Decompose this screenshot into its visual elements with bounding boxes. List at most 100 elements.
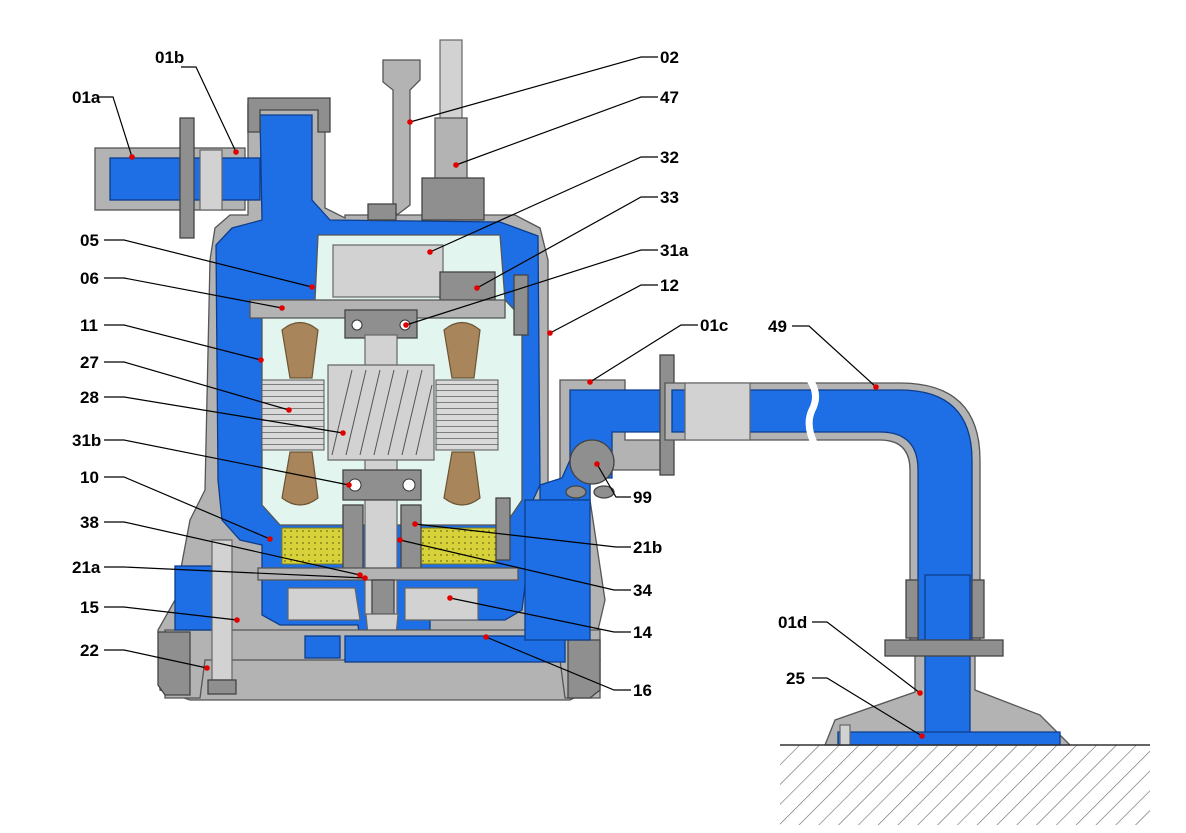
label-34: 34	[633, 581, 652, 600]
label-22: 22	[80, 641, 99, 660]
dot-31a	[403, 322, 409, 328]
terminal-block	[439, 271, 496, 301]
winding-top-left	[281, 321, 319, 379]
rotor-slots	[331, 369, 433, 456]
label-32: 32	[660, 148, 679, 167]
oil-chamber-right	[417, 527, 497, 565]
dot-05	[309, 284, 315, 290]
dot-32	[427, 249, 433, 255]
dot-99	[594, 461, 600, 467]
hose-clamp-right	[971, 579, 985, 639]
impeller-right	[404, 587, 479, 621]
label-06: 06	[80, 269, 99, 288]
float-ball	[569, 439, 615, 485]
label-33: 33	[660, 188, 679, 207]
oil-chamber-left	[281, 527, 348, 565]
dot-14	[447, 595, 453, 601]
label-47: 47	[660, 88, 679, 107]
label-12: 12	[660, 276, 679, 295]
winding-top-right	[443, 321, 481, 379]
impeller-left	[287, 587, 361, 621]
dot-49	[873, 384, 879, 390]
seal-left	[342, 504, 364, 576]
inlet-clamp	[179, 117, 195, 239]
dot-25	[919, 733, 925, 739]
part-labels: 01b 01a 02 47 32 33 05 31a 06 12 11 01c …	[72, 48, 807, 700]
dot-21a	[362, 575, 368, 581]
winding-bottom-right	[443, 451, 481, 506]
pump-assembly	[94, 39, 675, 701]
seal-right	[400, 504, 422, 576]
label-99: 99	[633, 488, 652, 507]
dot-34	[397, 537, 403, 543]
cable-gland	[434, 117, 468, 181]
dot-01b	[233, 149, 239, 155]
base-screw	[839, 724, 851, 746]
dot-21b	[412, 521, 418, 527]
dot-11	[258, 357, 264, 363]
label-02: 02	[660, 48, 679, 67]
long-bolt	[211, 539, 233, 681]
impeller-nut	[371, 579, 395, 615]
foot-left	[157, 631, 191, 696]
hose-coupling	[684, 382, 751, 441]
label-05: 05	[80, 231, 99, 250]
label-28: 28	[80, 388, 99, 407]
label-25: 25	[786, 669, 805, 688]
hose-break	[805, 378, 819, 447]
dot-10	[267, 536, 273, 542]
base-water-channel	[837, 731, 1061, 746]
label-27: 27	[80, 353, 99, 372]
marker-dots	[129, 119, 925, 739]
label-21b: 21b	[633, 538, 662, 557]
base-clamp	[884, 639, 1004, 657]
dot-27	[286, 407, 292, 413]
top-bolt	[367, 203, 397, 221]
dot-16	[483, 634, 489, 640]
label-31a: 31a	[660, 241, 689, 260]
dot-01c	[587, 379, 593, 385]
dot-33	[474, 285, 480, 291]
discharge-hose	[664, 378, 1150, 825]
dot-02	[407, 119, 413, 125]
float-seat-1	[565, 485, 587, 499]
label-49: 49	[768, 317, 787, 336]
outlet-riser	[524, 499, 591, 641]
label-10: 10	[80, 468, 99, 487]
cable-nut	[421, 177, 485, 221]
label-01b: 01b	[155, 48, 184, 67]
dot-15	[234, 617, 240, 623]
capacitor	[332, 244, 444, 298]
rotor	[327, 364, 435, 461]
label-31b: 31b	[72, 431, 101, 450]
handle	[382, 59, 421, 217]
dot-22	[204, 665, 210, 671]
label-14: 14	[633, 623, 652, 642]
base-water-left	[174, 565, 216, 631]
inlet-ring	[199, 149, 223, 211]
dot-28	[340, 430, 346, 436]
long-bolt-nut	[207, 679, 237, 695]
label-01d: 01d	[778, 613, 807, 632]
base-water-1	[304, 635, 341, 659]
float-seat-2	[593, 485, 615, 499]
leader-lines	[98, 56, 923, 737]
dot-47	[453, 162, 459, 168]
dot-31b	[346, 482, 352, 488]
stator-right	[435, 379, 499, 451]
label-01c: 01c	[700, 316, 728, 335]
label-38: 38	[80, 513, 99, 532]
seal-plate	[257, 567, 519, 581]
hose-clamp-left	[905, 579, 919, 639]
label-21a: 21a	[72, 558, 101, 577]
label-11: 11	[80, 316, 98, 335]
cable	[439, 39, 463, 131]
ground	[780, 745, 1150, 825]
foot-right	[567, 639, 601, 699]
label-16: 16	[633, 681, 652, 700]
winding-bottom-left	[281, 451, 319, 506]
label-15: 15	[80, 598, 99, 617]
dot-01a	[129, 154, 135, 160]
dot-38	[357, 572, 363, 578]
